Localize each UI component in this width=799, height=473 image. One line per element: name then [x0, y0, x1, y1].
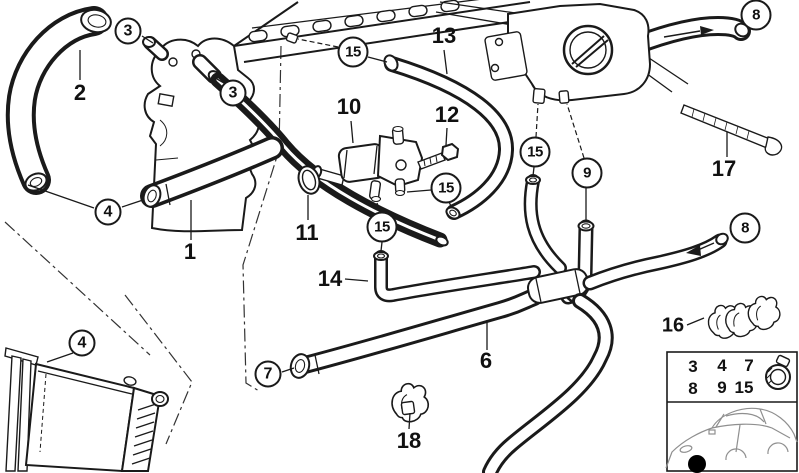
label-part-12: 12: [434, 102, 460, 127]
legend-num-8: 8: [688, 379, 698, 398]
leader-lines: [27, 35, 728, 430]
location-dot: [688, 455, 706, 473]
part-12-bolt: [417, 142, 460, 170]
legend-num-3: 3: [688, 357, 698, 376]
flow-direction-arrow: [663, 26, 714, 38]
label-part-17: 17: [711, 156, 737, 181]
car-location-icon: [665, 407, 798, 473]
worm-drive-clamp-icon: [765, 354, 791, 390]
hose-8-upper: [626, 15, 751, 55]
legend-num-9: 9: [717, 378, 727, 397]
hose-8-lower: [582, 232, 729, 291]
label-part-6: 6: [479, 348, 493, 373]
flow-direction-arrow: [686, 242, 715, 256]
label-part-2: 2: [73, 80, 87, 105]
callout-3-a[interactable]: 3: [114, 17, 142, 45]
legend-num-15: 15: [734, 378, 754, 397]
callout-15-c[interactable]: 15: [430, 172, 462, 204]
phantom-boundary-lines: [4, 45, 282, 445]
label-part-18: 18: [396, 428, 422, 453]
hose-13: [383, 54, 514, 220]
callout-15-b[interactable]: 15: [366, 211, 398, 243]
label-part-1: 1: [183, 239, 197, 264]
callout-4-a[interactable]: 4: [94, 198, 122, 226]
throttle-fitting-left: [532, 88, 546, 104]
hose-lower-s-bend: [482, 293, 614, 473]
label-part-16: 16: [661, 314, 685, 337]
label-part-10: 10: [336, 94, 362, 119]
part-18-spring-clamp: [391, 382, 430, 423]
legend-box: [665, 351, 798, 473]
callout-4-b[interactable]: 4: [68, 329, 96, 357]
callout-3-b[interactable]: 3: [219, 79, 247, 107]
callout-7[interactable]: 7: [254, 360, 282, 388]
part-11-seal-ring: [297, 165, 321, 195]
callout-15-d[interactable]: 15: [519, 136, 551, 168]
legend-num-7: 7: [744, 356, 754, 375]
part-16-spring-clamps: [705, 294, 782, 341]
hose-throttle-return: [523, 174, 567, 275]
hose-2-radiator-hose: [5, 6, 112, 195]
legend-num-4: 4: [717, 356, 727, 375]
callout-9[interactable]: 9: [571, 157, 603, 189]
part-17-strap: [680, 104, 783, 156]
label-part-13: 13: [431, 23, 457, 48]
callout-8-b[interactable]: 8: [729, 212, 761, 244]
label-part-14: 14: [317, 266, 343, 291]
head-hose-nipple: [285, 32, 299, 44]
hose-6-main: [289, 288, 543, 379]
callout-8-a[interactable]: 8: [740, 0, 772, 31]
throttle-fitting-right: [558, 90, 570, 104]
radiator-fins: [131, 403, 157, 465]
throttle-body: [435, 1, 689, 104]
hose-14: [373, 250, 541, 303]
radiator: [4, 347, 169, 473]
hose-1-water-pipe: [140, 136, 284, 208]
label-part-11: 11: [295, 220, 319, 245]
housing-outlet-stub-upper: [142, 36, 169, 61]
callout-15-a[interactable]: 15: [337, 36, 369, 68]
